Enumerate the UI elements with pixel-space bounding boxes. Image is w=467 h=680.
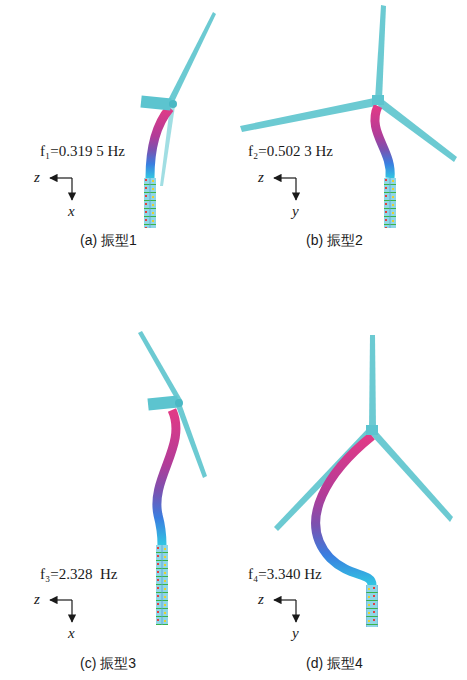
frequency-label: f₃=2.328 Hz xyxy=(40,565,117,583)
blade xyxy=(369,335,376,430)
axis-label: z xyxy=(258,590,264,608)
axis-label: x xyxy=(68,202,75,220)
nacelle xyxy=(147,395,178,410)
axis-arrow xyxy=(295,600,296,622)
hub xyxy=(169,100,177,108)
axis-arrow xyxy=(71,178,72,200)
axis-arrow xyxy=(71,600,72,622)
axis-arrow xyxy=(274,599,296,600)
frequency-label: f₂=0.502 3 Hz xyxy=(248,142,333,160)
blade xyxy=(370,428,453,522)
blade xyxy=(168,12,216,102)
panel-caption: (a) 振型1 xyxy=(80,232,137,249)
turbine-mode-2 xyxy=(240,5,457,228)
tower xyxy=(375,106,390,178)
frequency-label: f₁=0.319 5 Hz xyxy=(40,142,125,160)
jacket xyxy=(366,585,378,627)
axis-label: z xyxy=(34,168,40,186)
frequency-label: f₄=3.340 Hz xyxy=(248,565,322,583)
nacelle xyxy=(366,425,378,435)
hub xyxy=(175,399,183,407)
turbine-mode-4 xyxy=(274,335,453,627)
tower xyxy=(150,108,170,178)
axis-arrow xyxy=(50,599,72,600)
panel-caption: (b) 振型2 xyxy=(306,232,363,249)
nacelle xyxy=(372,95,384,105)
axis-label: z xyxy=(258,168,264,186)
blade xyxy=(138,331,182,400)
axis-label: y xyxy=(292,202,299,220)
jacket xyxy=(144,178,156,228)
jacket xyxy=(156,545,168,625)
nacelle xyxy=(140,95,171,110)
tower xyxy=(316,436,372,585)
blade xyxy=(375,5,386,100)
panel-caption: (c) 振型3 xyxy=(80,655,136,672)
axis-arrow xyxy=(50,177,72,178)
axis-arrow xyxy=(274,177,296,178)
axis-arrow xyxy=(295,178,296,200)
axis-label: z xyxy=(34,590,40,608)
jacket xyxy=(384,178,396,228)
turbine-mode-1 xyxy=(50,12,216,228)
blade xyxy=(240,98,376,132)
blade xyxy=(176,406,207,478)
axis-label: y xyxy=(292,624,299,642)
tower xyxy=(157,410,176,545)
axis-label: x xyxy=(68,624,75,642)
panel-caption: (d) 振型4 xyxy=(306,655,363,672)
